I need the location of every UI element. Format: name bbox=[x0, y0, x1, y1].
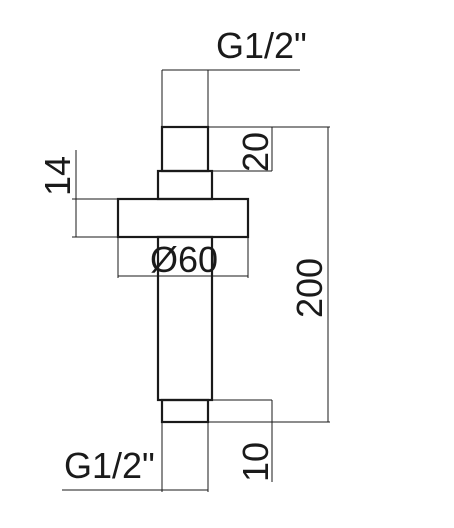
bottom-thread-length-label: 10 bbox=[235, 442, 276, 482]
total-length-label: 200 bbox=[289, 258, 330, 318]
dimension-labels: G1/2" 20 14 Ø60 200 10 G1/2" bbox=[37, 25, 330, 486]
part-outline bbox=[116, 125, 250, 424]
top-thread bbox=[160, 125, 210, 173]
dimension-lines bbox=[62, 69, 330, 492]
flange bbox=[116, 197, 250, 239]
top-thread-length-label: 20 bbox=[235, 132, 276, 172]
top-thread-label: G1/2" bbox=[216, 25, 307, 66]
upper-tube bbox=[156, 169, 214, 201]
bottom-thread bbox=[160, 398, 210, 424]
bottom-thread-label: G1/2" bbox=[64, 445, 155, 486]
flange-thickness-label: 14 bbox=[37, 156, 78, 196]
flange-diameter-label: Ø60 bbox=[150, 239, 218, 280]
